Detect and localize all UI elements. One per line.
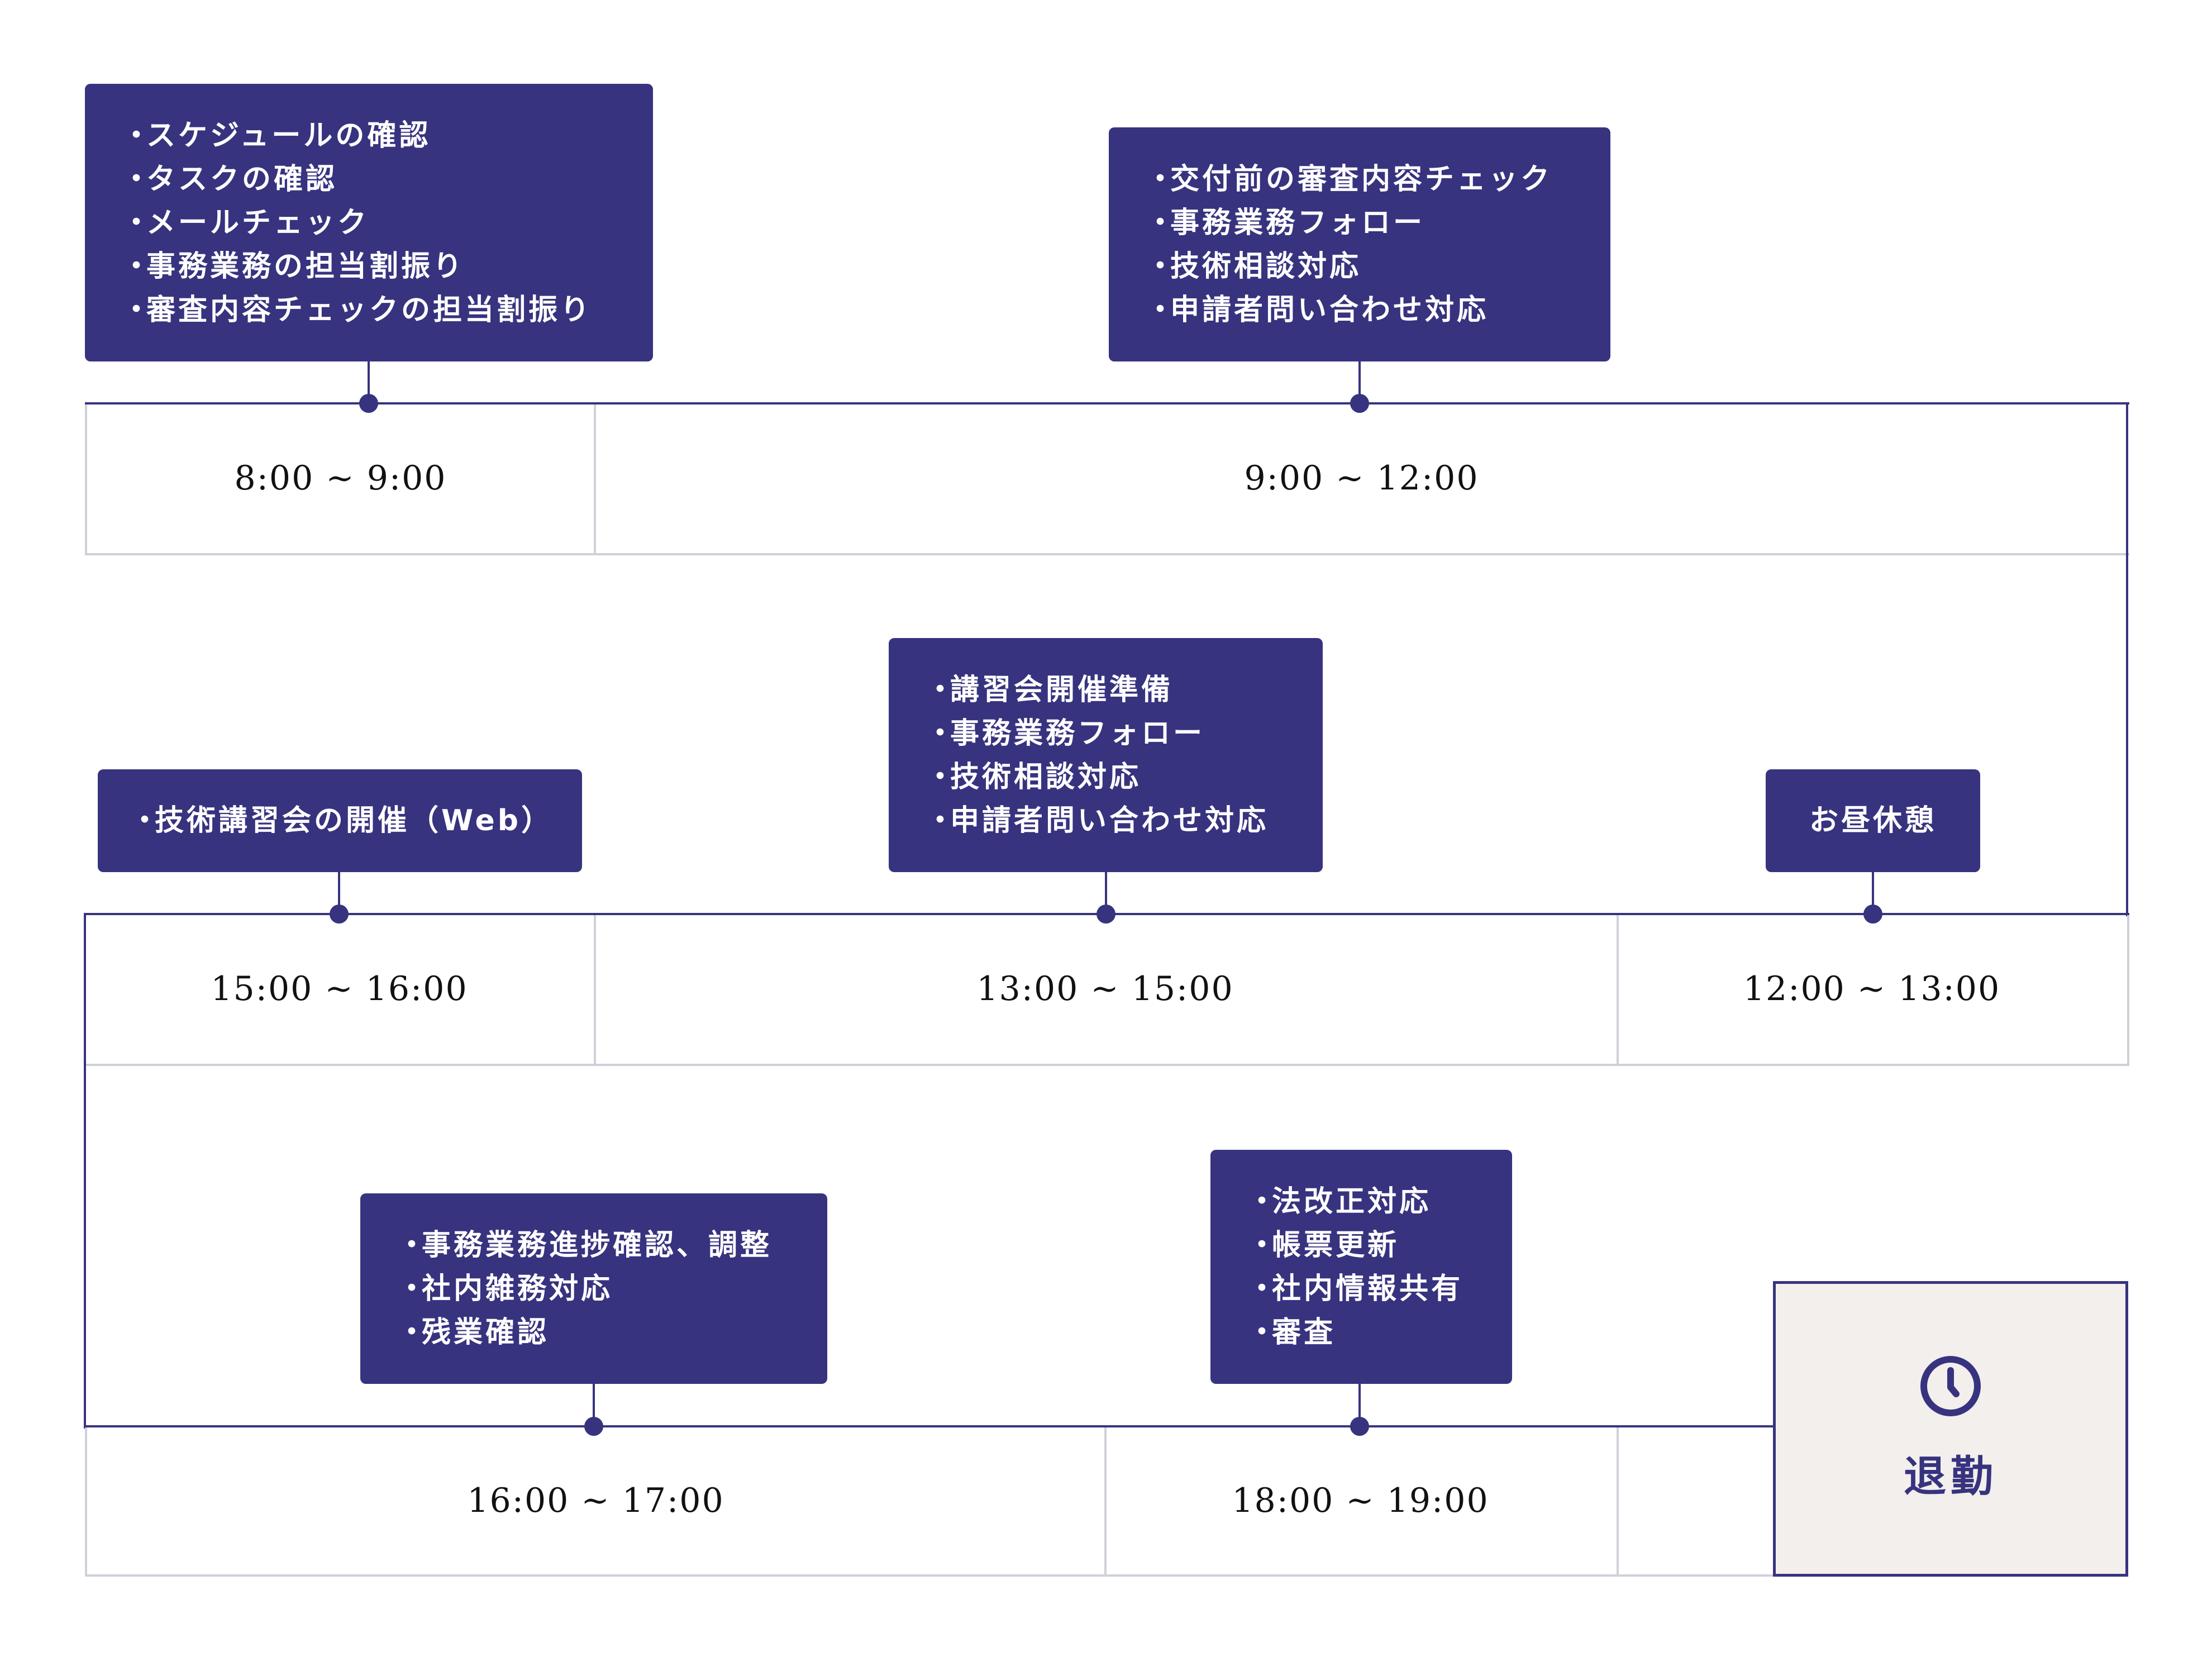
timeline-node bbox=[1863, 905, 1882, 924]
bullet: ・ bbox=[397, 1272, 430, 1306]
bullet: ・ bbox=[926, 716, 958, 750]
bullet: ・ bbox=[1146, 162, 1178, 196]
timeline-row3 bbox=[85, 1425, 1774, 1427]
time-cell-empty bbox=[1617, 1426, 1784, 1577]
bullet: ・ bbox=[122, 249, 154, 283]
timeline-connector-right bbox=[2126, 402, 2128, 916]
task-box-18-19: ・法改正対応 ・帳票更新 ・社内情報共有 ・審査 bbox=[1210, 1150, 1512, 1384]
task-item: ・審査内容チェックの担当割振り bbox=[122, 288, 653, 332]
task-item: ・技術相談対応 bbox=[1146, 245, 1610, 288]
task-item: ・技術講習会の開催（Web） bbox=[130, 799, 582, 843]
task-box-lunch: お昼休憩 bbox=[1766, 769, 1980, 872]
task-item: ・事務業務フォロー bbox=[1146, 201, 1610, 245]
box-connector bbox=[368, 361, 370, 403]
bullet: ・ bbox=[1146, 206, 1178, 240]
timeline-connector-left bbox=[84, 913, 86, 1429]
clock-icon bbox=[1919, 1355, 1982, 1420]
bullet: ・ bbox=[122, 206, 154, 240]
bullet: ・ bbox=[926, 673, 958, 707]
bullet: ・ bbox=[1146, 249, 1178, 283]
task-item: ・タスクの確認 bbox=[122, 158, 653, 201]
task-item: ・申請者問い合わせ対応 bbox=[926, 799, 1323, 843]
bullet: ・ bbox=[1146, 293, 1178, 327]
time-cell-12-13: 12:00 ~ 13:00 bbox=[1617, 914, 2129, 1066]
time-cell-8-9: 8:00 ~ 9:00 bbox=[85, 403, 596, 555]
task-item: ・事務業務進捗確認、調整 bbox=[397, 1224, 827, 1267]
bullet: ・ bbox=[1247, 1184, 1280, 1219]
timeline-node bbox=[584, 1417, 603, 1436]
bullet: ・ bbox=[1247, 1315, 1280, 1349]
box-connector bbox=[1358, 1384, 1361, 1426]
timeline-row1 bbox=[85, 402, 2129, 404]
task-item: ・講習会開催準備 bbox=[926, 668, 1323, 712]
task-item: ・帳票更新 bbox=[1247, 1224, 1512, 1267]
task-item: ・法改正対応 bbox=[1247, 1180, 1512, 1224]
timeline-node bbox=[1350, 394, 1369, 413]
end-label: 退勤 bbox=[1904, 1451, 1998, 1501]
task-box-8-9: ・スケジュールの確認 ・タスクの確認 ・メールチェック ・事務業務の担当割振り … bbox=[85, 84, 653, 361]
time-cell-18-19: 18:00 ~ 19:00 bbox=[1104, 1426, 1619, 1577]
time-cell-16-17: 16:00 ~ 17:00 bbox=[85, 1426, 1107, 1577]
task-box-15-16: ・技術講習会の開催（Web） bbox=[98, 769, 582, 872]
timeline-node bbox=[330, 905, 349, 924]
time-cell-15-16: 15:00 ~ 16:00 bbox=[85, 914, 596, 1066]
box-connector bbox=[1105, 872, 1107, 914]
box-connector bbox=[338, 872, 340, 914]
task-item: ・事務業務フォロー bbox=[926, 712, 1323, 755]
bullet: ・ bbox=[397, 1228, 430, 1262]
task-item: ・社内情報共有 bbox=[1247, 1267, 1512, 1311]
task-box-16-17: ・事務業務進捗確認、調整 ・社内雑務対応 ・残業確認 bbox=[360, 1193, 827, 1384]
task-item: ・審査 bbox=[1247, 1311, 1512, 1354]
bullet: ・ bbox=[122, 162, 154, 196]
bullet: ・ bbox=[1247, 1228, 1280, 1262]
bullet: ・ bbox=[397, 1315, 430, 1349]
task-item: ・社内雑務対応 bbox=[397, 1267, 827, 1311]
timeline-node bbox=[1097, 905, 1115, 924]
bullet: ・ bbox=[926, 760, 958, 794]
task-item: ・申請者問い合わせ対応 bbox=[1146, 288, 1610, 332]
end-of-day-box: 退勤 bbox=[1773, 1281, 2128, 1577]
time-cell-9-12: 9:00 ~ 12:00 bbox=[594, 403, 2129, 555]
task-item: ・技術相談対応 bbox=[926, 755, 1323, 799]
lunch-label: お昼休憩 bbox=[1809, 804, 1937, 837]
time-cell-13-15: 13:00 ~ 15:00 bbox=[594, 914, 1619, 1066]
bullet: ・ bbox=[1247, 1272, 1280, 1306]
task-box-13-15: ・講習会開催準備 ・事務業務フォロー ・技術相談対応 ・申請者問い合わせ対応 bbox=[889, 638, 1323, 872]
box-connector bbox=[1872, 872, 1874, 914]
task-item: ・事務業務の担当割振り bbox=[122, 245, 653, 288]
timeline-node bbox=[1350, 1417, 1369, 1436]
task-item: ・スケジュールの確認 bbox=[122, 114, 653, 158]
task-item: ・交付前の審査内容チェック bbox=[1146, 158, 1610, 201]
task-box-9-12: ・交付前の審査内容チェック ・事務業務フォロー ・技術相談対応 ・申請者問い合わ… bbox=[1109, 127, 1610, 361]
task-item: ・メールチェック bbox=[122, 201, 653, 245]
bullet: ・ bbox=[122, 293, 154, 327]
bullet: ・ bbox=[122, 118, 154, 153]
bullet: ・ bbox=[926, 803, 958, 837]
box-connector bbox=[1358, 361, 1361, 403]
box-connector bbox=[593, 1384, 595, 1426]
bullet: ・ bbox=[130, 804, 163, 837]
timeline-node bbox=[359, 394, 378, 413]
task-item: ・残業確認 bbox=[397, 1311, 827, 1354]
